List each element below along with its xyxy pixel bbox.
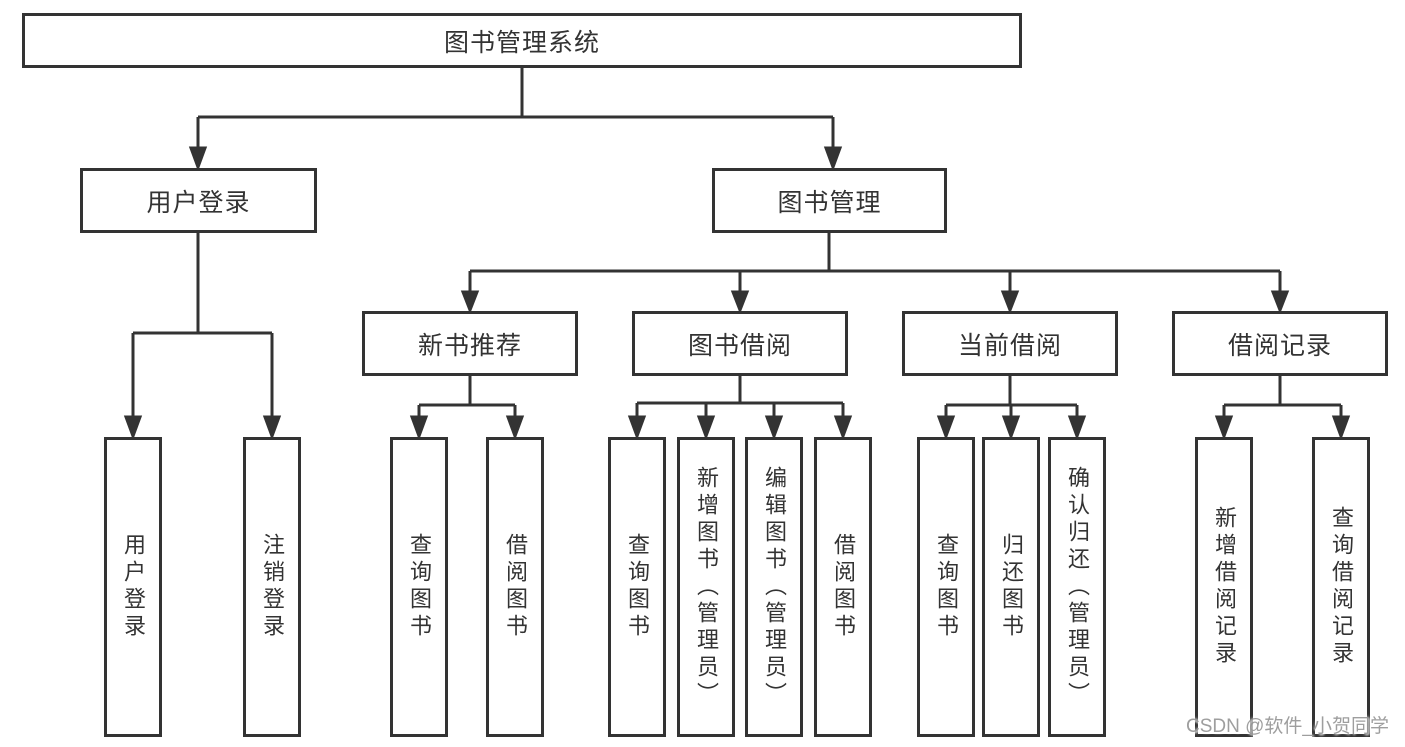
connector-records-to-children <box>1214 376 1351 441</box>
csdn-watermark: CSDN @软件_小贺同学 <box>1186 716 1389 737</box>
connector-borrow-to-children <box>627 376 853 441</box>
leaf-recommend-borrow-books-label: 借阅图书 <box>503 533 528 641</box>
leaf-borrow-books-label: 借阅图书 <box>831 533 856 641</box>
node-current-borrow-label: 当前借阅 <box>957 331 1062 360</box>
node-borrow-records: 借阅记录 <box>1172 311 1388 376</box>
node-book-management-label: 图书管理 <box>777 188 882 217</box>
node-current-borrow: 当前借阅 <box>902 311 1118 376</box>
connector-mgmt-to-level3 <box>460 233 1290 315</box>
node-user-login: 用户登录 <box>80 168 317 233</box>
node-book-borrow-label: 图书借阅 <box>687 331 792 360</box>
leaf-add-books-admin-label: 新增图书（管理员） <box>694 465 719 709</box>
leaf-edit-books-admin: 编辑图书（管理员） <box>745 437 803 737</box>
node-borrow-records-label: 借阅记录 <box>1227 331 1332 360</box>
leaf-logout: 注销登录 <box>243 437 301 737</box>
leaf-logout-label: 注销登录 <box>260 533 285 641</box>
connector-root-to-level2 <box>188 68 843 172</box>
leaf-add-borrow-record: 新增借阅记录 <box>1195 437 1253 737</box>
leaf-borrow-books: 借阅图书 <box>814 437 872 737</box>
leaf-return-books: 归还图书 <box>982 437 1040 737</box>
leaf-confirm-return-admin-label: 确认归还（管理员） <box>1065 465 1090 709</box>
node-root: 图书管理系统 <box>22 13 1022 68</box>
leaf-current-query-books-label: 查询图书 <box>934 533 959 641</box>
leaf-recommend-query-books: 查询图书 <box>390 437 448 737</box>
leaf-query-borrow-record-label: 查询借阅记录 <box>1329 506 1354 668</box>
node-user-login-label: 用户登录 <box>146 188 251 217</box>
connector-current-to-children <box>936 376 1087 441</box>
leaf-edit-books-admin-label: 编辑图书（管理员） <box>762 465 787 709</box>
connector-login-to-children <box>123 233 282 441</box>
node-root-label: 图书管理系统 <box>443 28 600 57</box>
leaf-recommend-borrow-books: 借阅图书 <box>486 437 544 737</box>
leaf-user-login-label: 用户登录 <box>121 533 146 641</box>
leaf-return-books-label: 归还图书 <box>999 533 1024 641</box>
node-book-management: 图书管理 <box>712 168 947 233</box>
leaf-add-books-admin: 新增图书（管理员） <box>677 437 735 737</box>
leaf-recommend-query-books-label: 查询图书 <box>407 533 432 641</box>
leaf-add-borrow-record-label: 新增借阅记录 <box>1212 506 1237 668</box>
leaf-query-borrow-record: 查询借阅记录 <box>1312 437 1370 737</box>
node-new-book-recommend-label: 新书推荐 <box>417 331 522 360</box>
connector-recommend-to-children <box>409 376 525 441</box>
node-book-borrow: 图书借阅 <box>632 311 848 376</box>
leaf-user-login: 用户登录 <box>104 437 162 737</box>
leaf-confirm-return-admin: 确认归还（管理员） <box>1048 437 1106 737</box>
node-new-book-recommend: 新书推荐 <box>362 311 578 376</box>
leaf-borrow-query-books: 查询图书 <box>608 437 666 737</box>
leaf-borrow-query-books-label: 查询图书 <box>625 533 650 641</box>
leaf-current-query-books: 查询图书 <box>917 437 975 737</box>
